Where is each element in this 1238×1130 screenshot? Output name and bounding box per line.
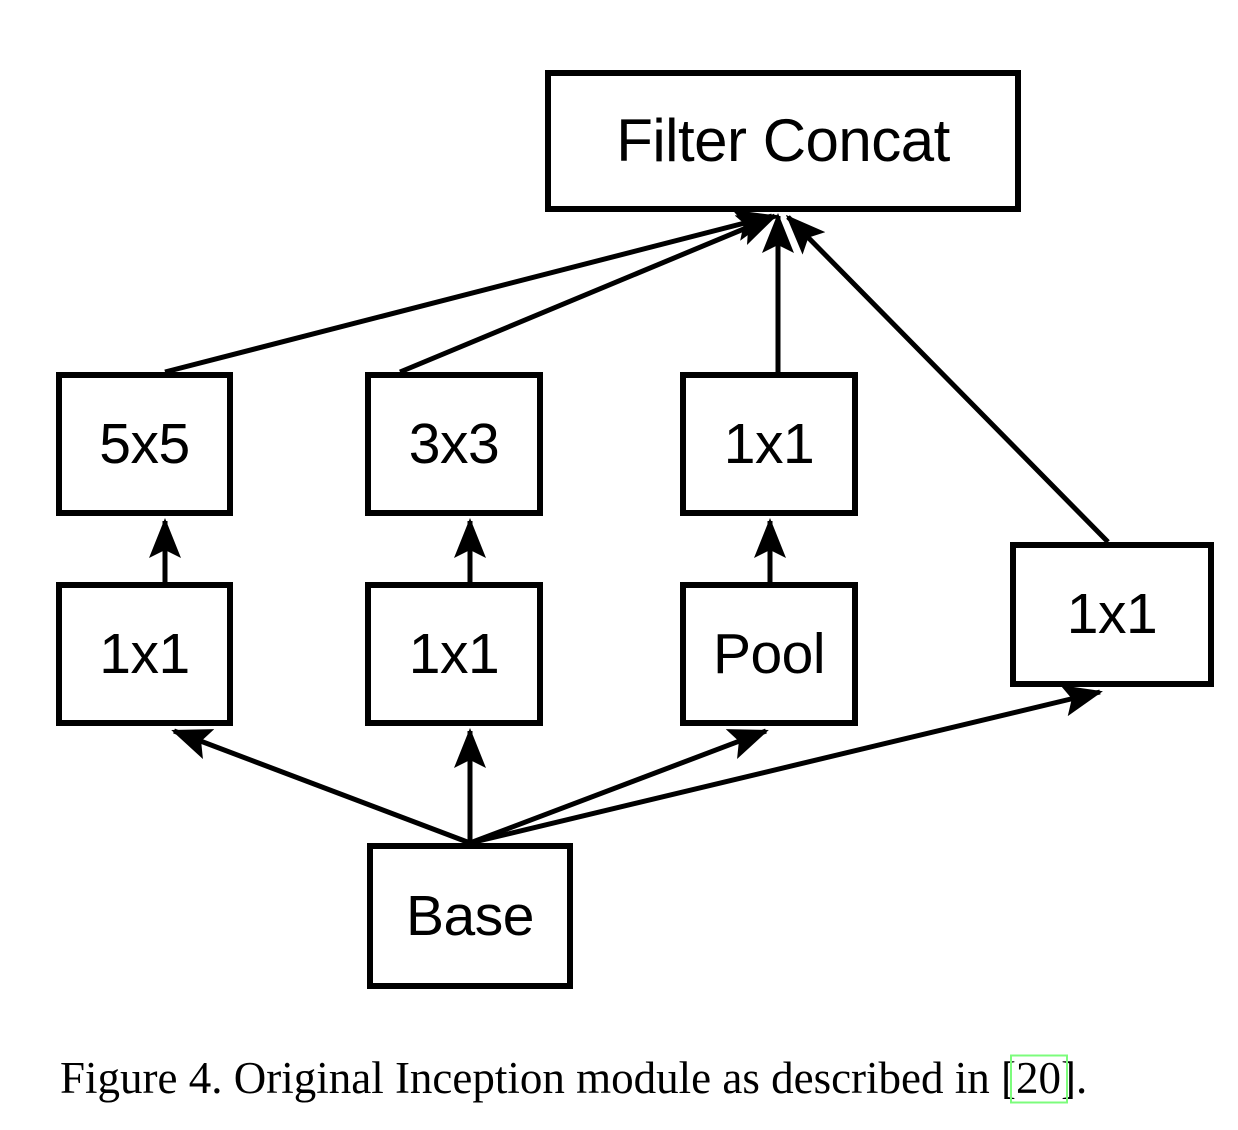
caption-prefix-text: Figure 4. Original Inception module as d… [60,1053,1002,1103]
node-conv-1x1-direct-branch[interactable]: 1x1 [1010,542,1214,687]
node-filter-concat[interactable]: Filter Concat [545,70,1021,212]
citation-number: 20 [1016,1053,1062,1103]
node-conv-1x1-5x5-branch[interactable]: 1x1 [56,582,233,726]
citation-link-20[interactable]: 20 [1009,1052,1068,1105]
node-conv-3x3[interactable]: 3x3 [365,372,543,516]
caption-open-bracket: [ [1001,1053,1017,1103]
node-conv-1x1-direct-branch-label: 1x1 [1066,582,1158,646]
figure-caption: Figure 4. Original Inception module as d… [60,1052,1190,1105]
node-conv-1x1-5x5-branch-label: 1x1 [99,621,190,686]
edge-base-to-pool [469,728,769,846]
node-base[interactable]: Base [367,843,573,989]
node-conv-1x1-pool-branch-label: 1x1 [723,411,815,476]
node-conv-5x5[interactable]: 5x5 [56,372,233,516]
node-conv-5x5-label: 5x5 [99,411,190,476]
node-pool-label: Pool [712,621,826,686]
node-conv-1x1-pool-branch[interactable]: 1x1 [680,372,858,516]
edge-conv3x3-to-filter-concat [399,213,778,375]
edge-conv5x5-to-filter-concat [164,209,775,375]
node-pool[interactable]: Pool [680,582,858,726]
node-filter-concat-label: Filter Concat [616,107,950,174]
node-base-label: Base [406,883,534,948]
node-conv-1x1-3x3-branch-label: 1x1 [408,621,500,686]
node-conv-3x3-label: 3x3 [408,411,500,476]
caption-close-bracket: ] [1061,1053,1077,1103]
edge-base-to-conv1x1-left [171,728,471,846]
node-conv-1x1-3x3-branch[interactable]: 1x1 [365,582,543,726]
caption-suffix-text: . [1076,1053,1088,1103]
